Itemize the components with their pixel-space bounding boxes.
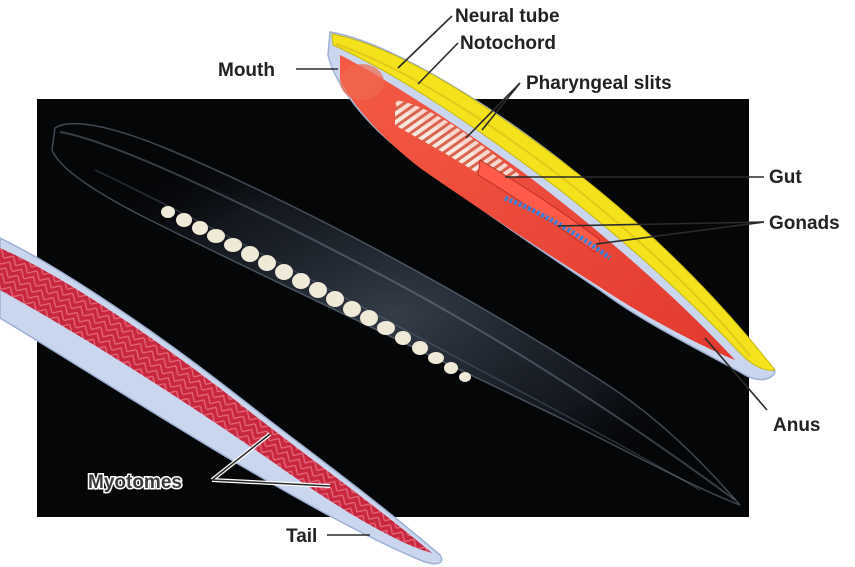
label-anus: Anus (773, 415, 821, 436)
lancelet-schematic (327, 31, 776, 381)
gonad-strip (504, 195, 612, 261)
label-notochord: Notochord (460, 33, 556, 54)
label-tail: Tail (286, 526, 317, 547)
lancelet-photo (51, 122, 741, 506)
label-myotomes: Myotomes (88, 472, 182, 493)
label-gonads: Gonads (769, 213, 840, 234)
label-mouth: Mouth (218, 60, 275, 81)
notochord-line (335, 43, 751, 357)
neural-tube-band (331, 33, 776, 371)
gonad-pearls (161, 206, 471, 382)
label-neural-tube: Neural tube (455, 6, 560, 27)
label-gut: Gut (769, 167, 802, 188)
leader-lines (210, 15, 768, 536)
myotome-schematic (0, 237, 443, 565)
label-pharyngeal-slits: Pharyngeal slits (526, 73, 672, 94)
